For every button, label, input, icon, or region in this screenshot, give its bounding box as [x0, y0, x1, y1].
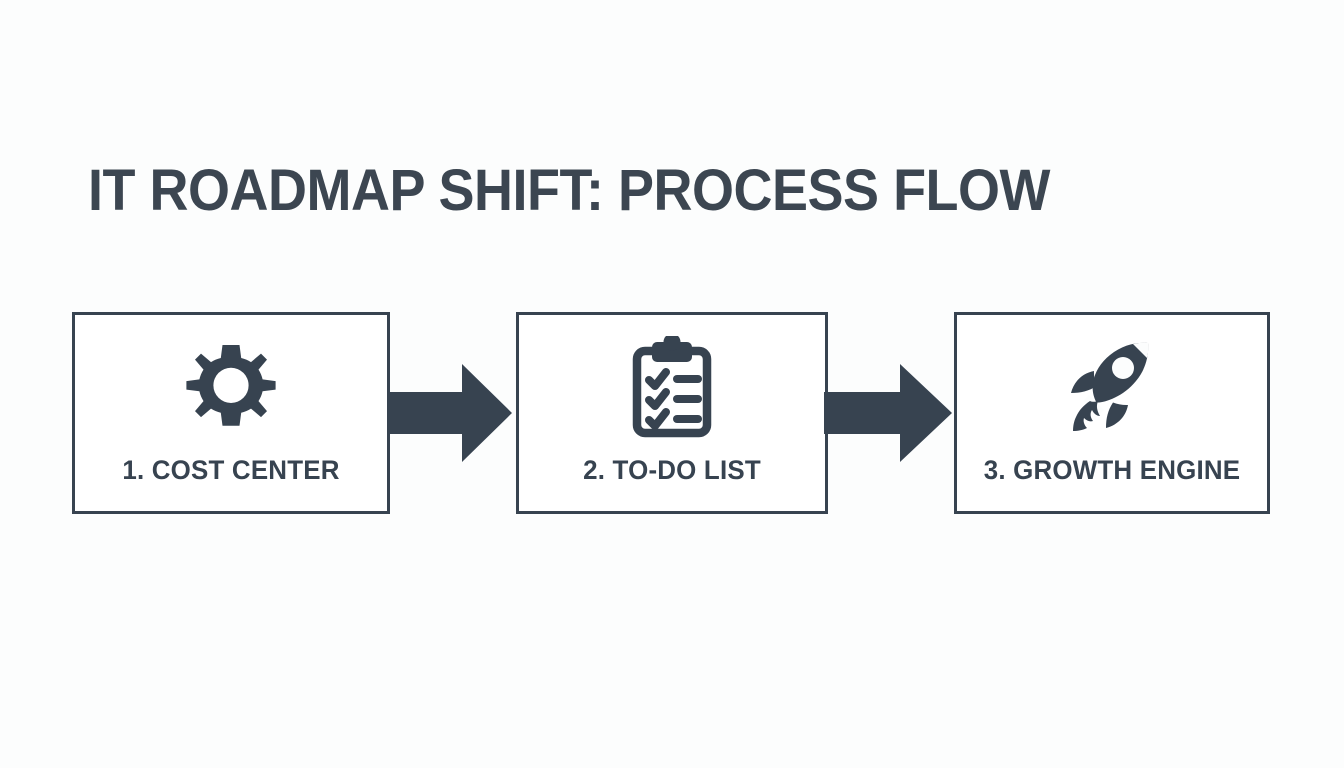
page-title: IT ROADMAP SHIFT: PROCESS FLOW [88, 158, 1050, 223]
flow-step-2[interactable]: 2. TO-DO LIST [516, 312, 828, 514]
gear-icon [75, 335, 387, 439]
arrow-right-icon [824, 354, 952, 472]
flow-step-2-label: 2. TO-DO LIST [583, 455, 761, 485]
rocket-icon [957, 335, 1267, 439]
arrow-right-icon [388, 354, 512, 472]
process-flow-row: 1. COST CENTER [0, 312, 1344, 514]
clipboard-checklist-icon [519, 335, 825, 439]
flow-step-3-label: 3. GROWTH ENGINE [983, 455, 1241, 485]
flow-step-1-label: 1. COST CENTER [122, 455, 340, 485]
flow-step-1[interactable]: 1. COST CENTER [72, 312, 390, 514]
flow-step-3[interactable]: 3. GROWTH ENGINE [954, 312, 1270, 514]
